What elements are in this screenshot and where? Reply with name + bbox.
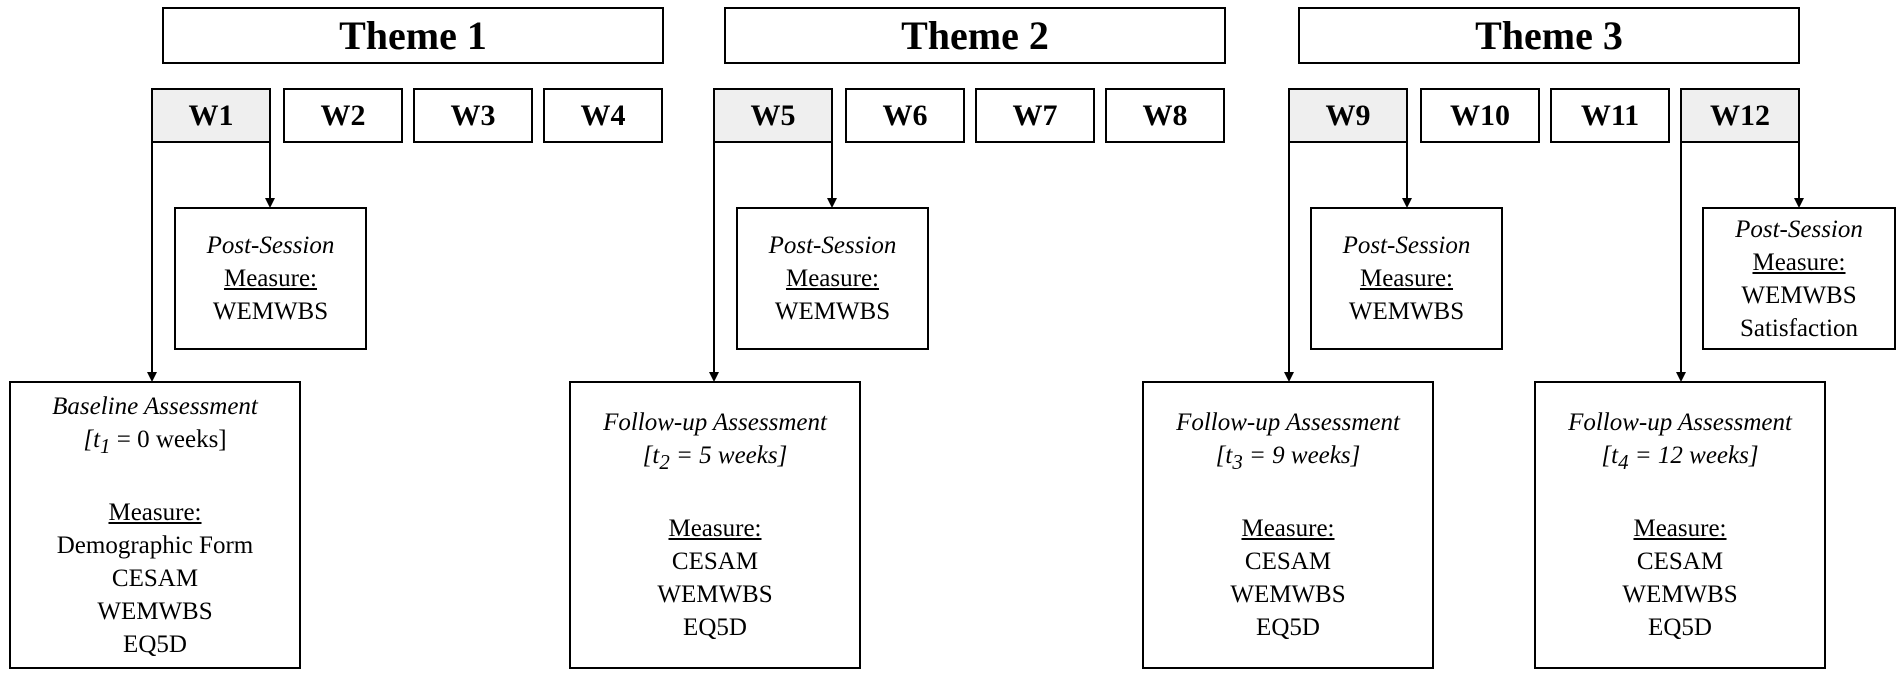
time-value: = 12 weeks] [1628, 442, 1759, 469]
assessment-time: [t1 = 0 weeks] [83, 423, 226, 463]
measure-item: WEMWBS [212, 298, 329, 325]
time-variable: t [93, 425, 101, 453]
measure-item: WEMWBS [1622, 581, 1738, 608]
week-box-w3: W3 [413, 88, 533, 143]
post-session-box-w9: Post-Session Measure: WEMWBS [1310, 207, 1503, 350]
assessment-title: Follow-up Assessment [1568, 409, 1792, 436]
measure-label: Measure: [108, 498, 202, 526]
week-box-w10: W10 [1420, 88, 1540, 143]
time-bracket: [ [83, 425, 94, 453]
measure-label: Measure: [785, 265, 880, 292]
measure-item: Demographic Form [56, 531, 254, 559]
time-variable: t [1611, 442, 1619, 469]
theme-2-title: Theme 2 [901, 13, 1049, 58]
week-box-w8: W8 [1105, 88, 1225, 143]
post-session-title: Post-Session [1735, 215, 1863, 243]
post-session-title: Post-Session [1342, 232, 1471, 259]
measure-item: WEMWBS [1741, 281, 1857, 309]
time-value: = 0 weeks] [110, 425, 227, 453]
week-label: W6 [882, 98, 928, 132]
assessment-title: Baseline Assessment [52, 392, 258, 420]
measure-item: Satisfaction [1739, 314, 1859, 342]
measure-item: EQ5D [1648, 614, 1712, 641]
week-box-w7: W7 [975, 88, 1095, 143]
measure-item: EQ5D [683, 614, 747, 641]
theme-3-title: Theme 3 [1475, 13, 1623, 58]
week-label: W12 [1710, 98, 1770, 132]
measure-label: Measure: [223, 265, 318, 292]
assessment-time: [t4 = 12 weeks] [1601, 439, 1758, 479]
week-box-w4: W4 [543, 88, 663, 143]
theme-3-header: Theme 3 [1298, 7, 1800, 64]
followup-assessment-box-t3: Follow-up Assessment [t3 = 9 weeks] Meas… [1142, 381, 1434, 669]
week-box-w11: W11 [1550, 88, 1670, 143]
week-label: W4 [580, 98, 626, 132]
time-subscript: 3 [1232, 450, 1243, 474]
time-variable: t [1225, 442, 1233, 469]
week-box-w1: W1 [151, 88, 271, 143]
week-label: W1 [188, 98, 234, 132]
week-label: W7 [1012, 98, 1058, 132]
week-label: W3 [450, 98, 496, 132]
week-box-w12: W12 [1680, 88, 1800, 143]
post-session-box-w12: Post-Session Measure: WEMWBS Satisfactio… [1702, 207, 1896, 350]
post-session-box-w1: Post-Session Measure: WEMWBS [174, 207, 367, 350]
theme-1-header: Theme 1 [162, 7, 664, 64]
measure-label: Measure: [668, 515, 762, 542]
baseline-assessment-box: Baseline Assessment [t1 = 0 weeks] Measu… [9, 381, 301, 669]
measure-label: Measure: [1633, 515, 1727, 542]
week-box-w5: W5 [713, 88, 833, 143]
time-subscript: 1 [100, 433, 111, 458]
week-box-w2: W2 [283, 88, 403, 143]
time-bracket: [ [1215, 442, 1226, 469]
measure-label: Measure: [1752, 248, 1846, 276]
post-session-box-w5: Post-Session Measure: WEMWBS [736, 207, 929, 350]
week-label: W2 [320, 98, 366, 132]
followup-assessment-box-t4: Follow-up Assessment [t4 = 12 weeks] Mea… [1534, 381, 1826, 669]
post-session-title: Post-Session [206, 232, 335, 259]
week-label: W10 [1450, 98, 1510, 132]
measure-item: CESAM [671, 548, 759, 575]
week-label: W5 [750, 98, 796, 132]
theme-2-header: Theme 2 [724, 7, 1226, 64]
measure-label: Measure: [1241, 515, 1335, 542]
measure-item: EQ5D [1256, 614, 1320, 641]
measure-item: EQ5D [123, 630, 187, 658]
measure-item: CESAM [111, 564, 199, 592]
assessment-title: Follow-up Assessment [603, 409, 827, 436]
time-value: = 9 weeks] [1242, 442, 1361, 469]
measure-item: CESAM [1636, 548, 1724, 575]
time-variable: t [652, 442, 660, 469]
assessment-title: Follow-up Assessment [1176, 409, 1400, 436]
assessment-time: [t2 = 5 weeks] [643, 439, 788, 479]
theme-1-title: Theme 1 [339, 13, 487, 58]
measure-item: WEMWBS [774, 298, 891, 325]
time-value: = 5 weeks] [669, 442, 788, 469]
followup-assessment-box-t2: Follow-up Assessment [t2 = 5 weeks] Meas… [569, 381, 861, 669]
week-label: W11 [1580, 98, 1640, 132]
measure-label: Measure: [1359, 265, 1454, 292]
post-session-title: Post-Session [768, 232, 897, 259]
assessment-time: [t3 = 9 weeks] [1216, 439, 1361, 479]
measure-item: WEMWBS [97, 597, 213, 625]
measure-item: CESAM [1244, 548, 1332, 575]
time-bracket: [ [642, 442, 653, 469]
time-subscript: 2 [659, 450, 670, 474]
week-label: W9 [1325, 98, 1371, 132]
measure-item: WEMWBS [1348, 298, 1465, 325]
measure-item: WEMWBS [1230, 581, 1346, 608]
time-subscript: 4 [1618, 450, 1629, 474]
week-box-w6: W6 [845, 88, 965, 143]
time-bracket: [ [1601, 442, 1612, 469]
measure-item: WEMWBS [657, 581, 773, 608]
week-box-w9: W9 [1288, 88, 1408, 143]
week-label: W8 [1142, 98, 1188, 132]
